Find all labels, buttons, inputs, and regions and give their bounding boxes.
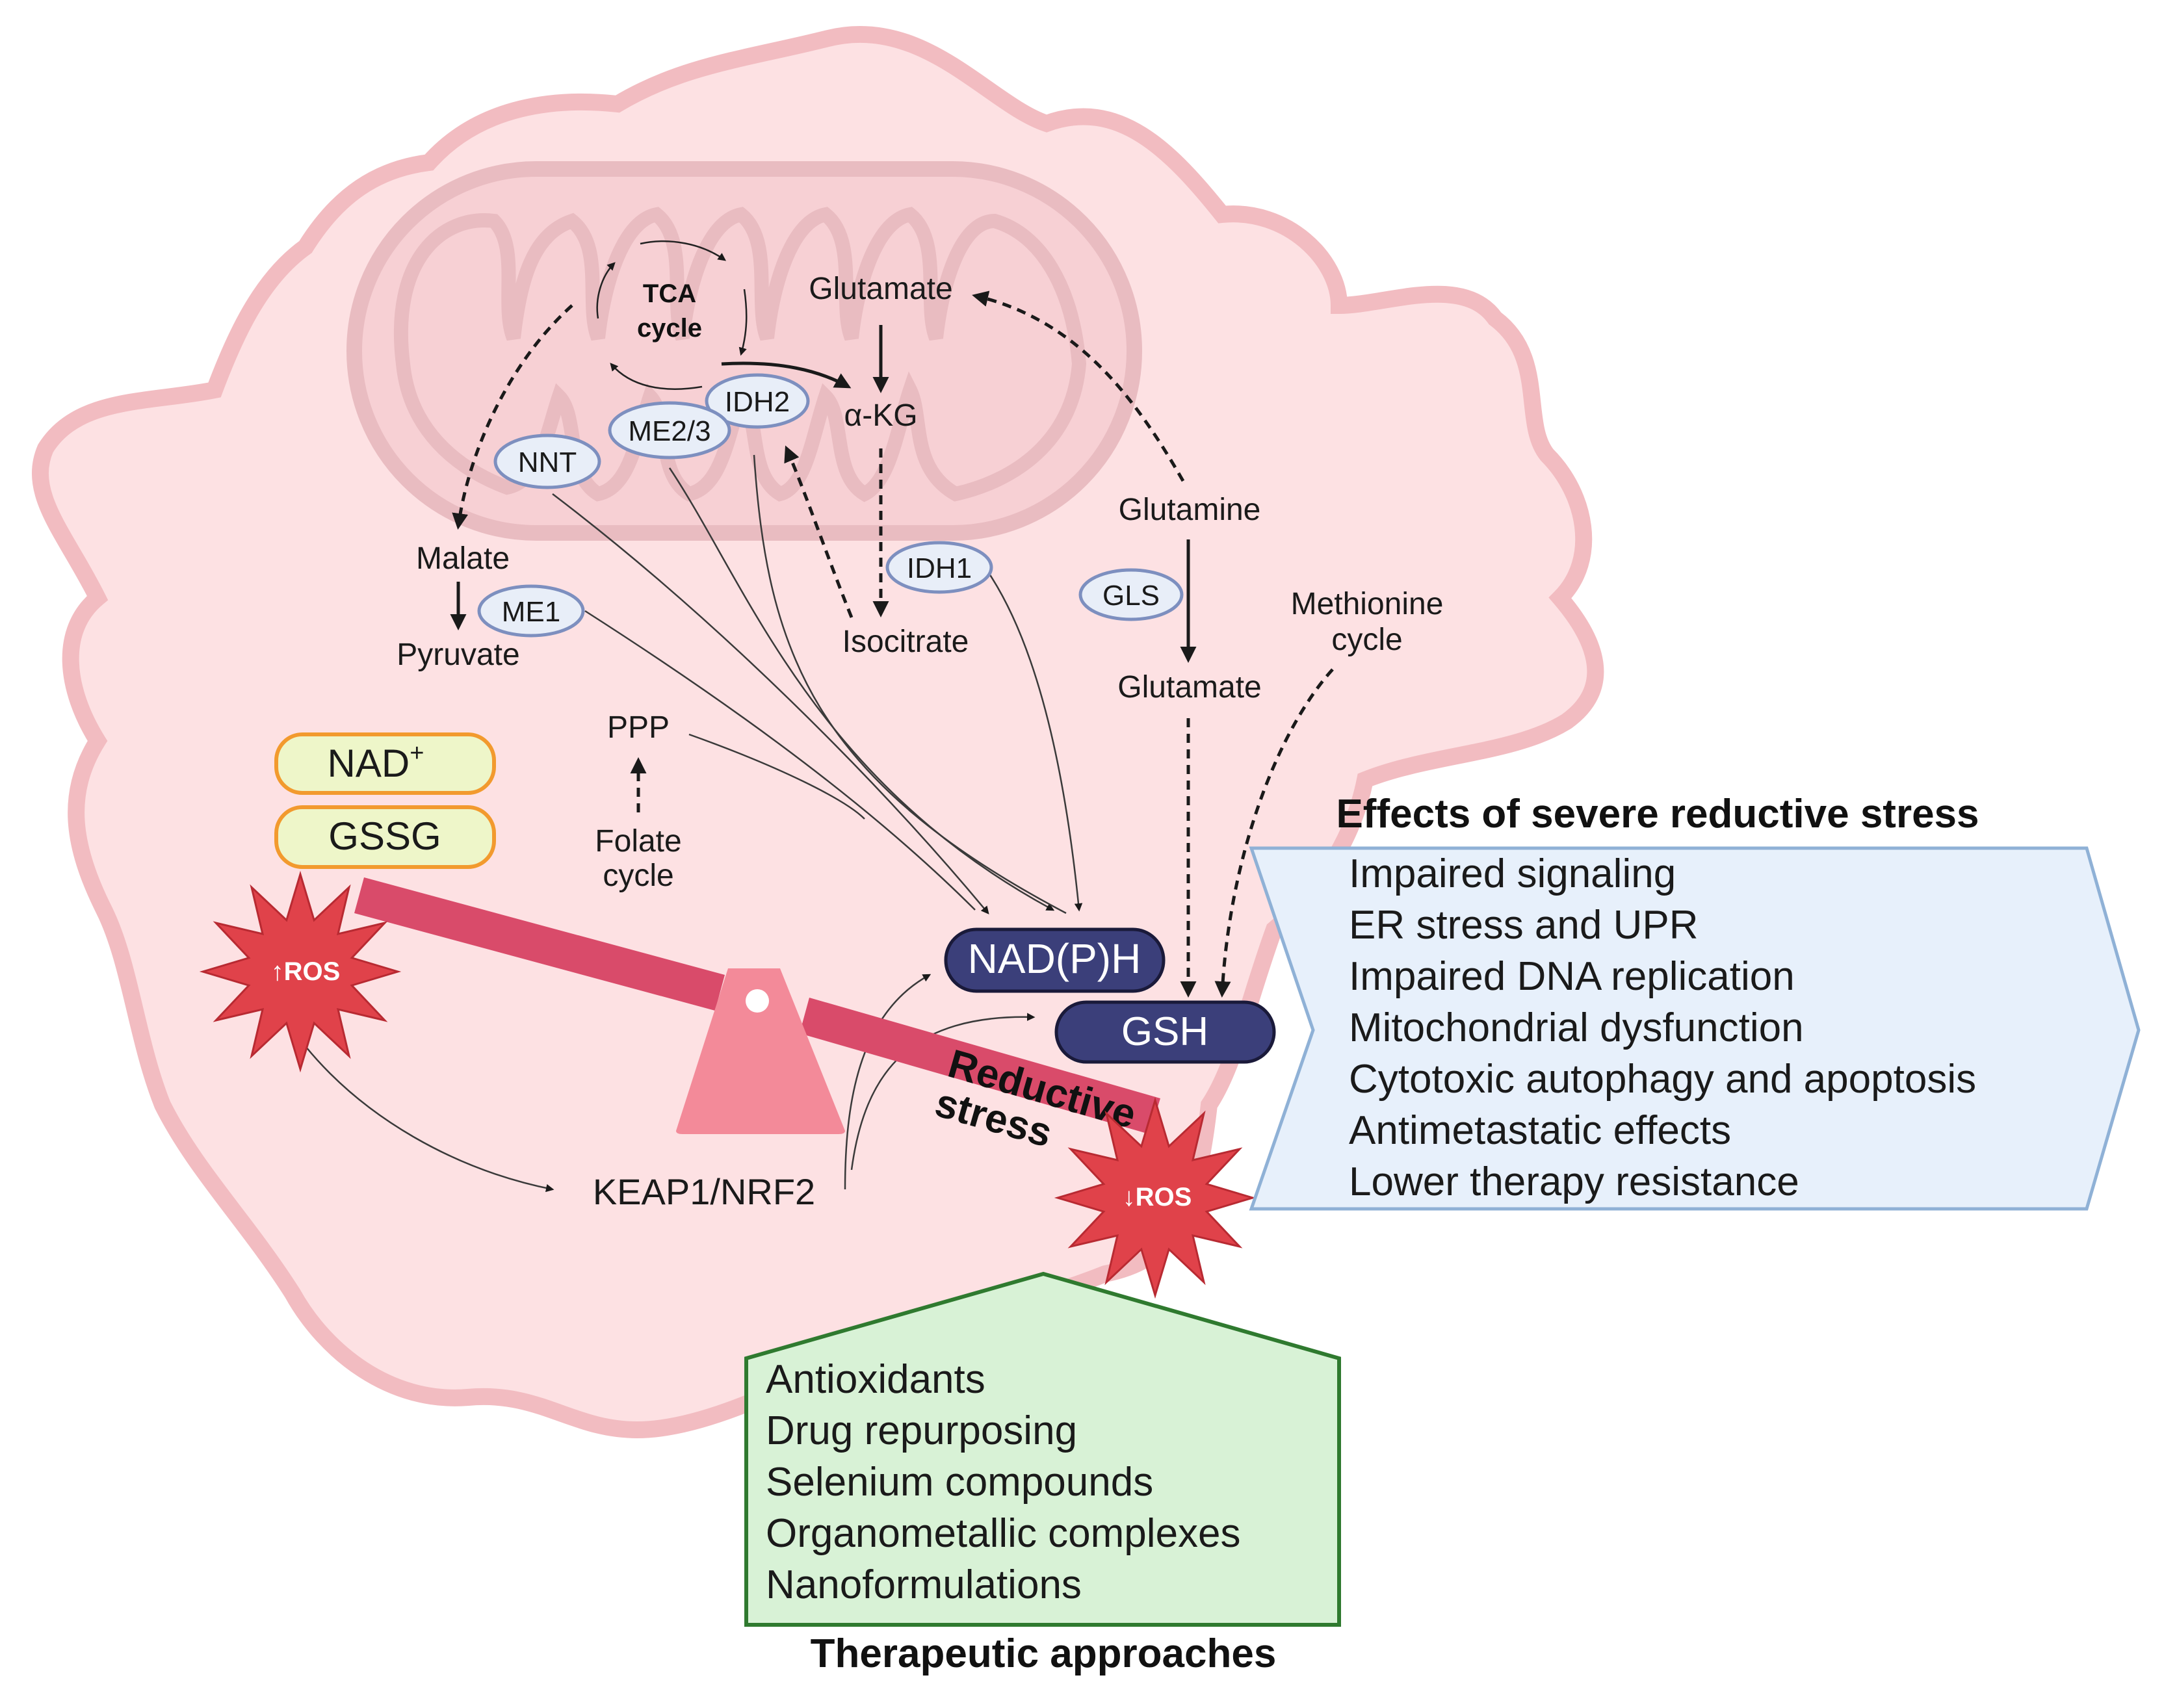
tca-arc-top (640, 240, 727, 261)
nadph-label: NAD(P)H (968, 935, 1141, 982)
arrow-idh2-akg (721, 361, 852, 389)
gsh-box (1054, 1000, 1276, 1064)
enzymes: IDH2 ME2/3 NNT ME1 IDH1 GLS (477, 373, 1184, 638)
ros-down-label: ↓ROS (1123, 1183, 1192, 1211)
gssg-label: GSSG (328, 814, 441, 858)
tca-label-line1: TCA (643, 279, 696, 308)
effects-panel: Effects of severe reductive stress Impai… (1249, 792, 2141, 1211)
therapy-item-2: Drug repurposing (766, 1408, 1077, 1453)
arrow-met-gsh (1214, 668, 1334, 998)
glutamine-label: Glutamine (1119, 493, 1261, 527)
akg-label: α-KG (844, 398, 917, 433)
arrow-isocitrate-idh2 (784, 445, 854, 618)
solid-arrows (450, 325, 1197, 663)
ppp-label: PPP (607, 710, 670, 745)
seesaw-beam-left (354, 877, 725, 1011)
enzyme-links (305, 454, 1083, 1193)
idh2-ellipse (705, 373, 810, 429)
effects-item-5: Cytotoxic autophagy and apoptosis (1349, 1057, 1976, 1102)
nnt-label: NNT (518, 446, 577, 478)
effects-chevron (1249, 846, 2141, 1211)
therapy-item-3: Selenium compounds (766, 1460, 1153, 1505)
arrow-tca-malate (452, 304, 573, 530)
me1-ellipse (477, 584, 585, 638)
link-idh2 (753, 454, 1067, 914)
ros-down-star (1054, 1096, 1257, 1299)
folate-label-line1: Folate (595, 824, 681, 859)
link-keap-nadph (844, 974, 932, 1190)
glutamate-cyto-label: Glutamate (1117, 670, 1261, 705)
therapy-item-5: Nanoformulations (766, 1562, 1082, 1607)
gssg-box (274, 805, 496, 869)
idh1-ellipse (885, 541, 993, 594)
nad-superscript: + (410, 740, 424, 767)
isocitrate-label: Isocitrate (842, 625, 969, 659)
gls-ellipse (1078, 568, 1184, 621)
reduced-cofactors: NAD(P)H GSH (944, 927, 1276, 1064)
arrow-gln-glu-mito (972, 291, 1185, 482)
ros-up-star (199, 870, 402, 1073)
effects-item-3: Impaired DNA replication (1349, 954, 1795, 999)
effects-item-1: Impaired signaling (1349, 851, 1676, 896)
nad-label: NAD+ (328, 740, 424, 785)
link-idh1 (987, 571, 1083, 912)
idh1-label: IDH1 (907, 552, 972, 584)
therapy-house (744, 1271, 1341, 1627)
tca-arc-left (596, 262, 616, 319)
ros-up-label: ↑ROS (271, 957, 341, 986)
link-ros-keap (305, 1046, 554, 1193)
tca-arc-bottom (610, 363, 703, 390)
folate-label-line2: cycle (603, 859, 673, 893)
seesaw-pivot (746, 989, 769, 1013)
therapy-title: Therapeutic approaches (811, 1631, 1277, 1676)
seesaw-beam-right (800, 998, 1160, 1134)
pyruvate-label: Pyruvate (397, 638, 519, 672)
glutamate-mito-label: Glutamate (809, 272, 952, 306)
nadph-box (944, 927, 1166, 993)
tca-cycle-arrows (596, 240, 748, 390)
dashed-arrows (452, 291, 1334, 998)
effects-title: Effects of severe reductive stress (1336, 792, 1979, 836)
malate-label: Malate (416, 541, 510, 576)
effects-item-6: Antimetastatic effects (1349, 1108, 1731, 1153)
methionine-label-line2: cycle (1331, 623, 1402, 657)
therapy-item-1: Antioxidants (766, 1357, 985, 1402)
metabolites: TCA cycle Glutamate α-KG Glutamine Malat… (397, 272, 1443, 1212)
nnt-ellipse (493, 433, 601, 489)
me23-ellipse (608, 401, 731, 459)
link-me1 (584, 610, 976, 911)
gsh-label: GSH (1121, 1009, 1208, 1054)
oxidized-cofactors: NAD+ GSSG (274, 732, 496, 869)
seesaw-fulcrum (676, 968, 845, 1134)
effects-item-7: Lower therapy resistance (1349, 1159, 1799, 1204)
me1-label: ME1 (502, 596, 560, 628)
effects-item-2: ER stress and UPR (1349, 903, 1699, 948)
idh2-label: IDH2 (725, 386, 790, 418)
me23-label: ME2/3 (628, 415, 710, 447)
nad-text: NAD (328, 742, 410, 785)
gls-label: GLS (1102, 580, 1160, 612)
nad-box (274, 732, 496, 795)
mitochondrion (346, 161, 1142, 541)
link-ppp (688, 733, 865, 820)
therapy-item-4: Organometallic complexes (766, 1511, 1241, 1556)
keap-label: KEAP1/NRF2 (593, 1171, 815, 1212)
tca-arc-right (738, 289, 748, 356)
methionine-label-line1: Methionine (1291, 587, 1444, 621)
effects-item-4: Mitochondrial dysfunction (1349, 1005, 1804, 1050)
link-nnt (552, 493, 989, 914)
therapy-panel: Antioxidants Drug repurposing Selenium c… (744, 1271, 1341, 1676)
tca-label-line2: cycle (637, 314, 702, 343)
ros-bursts: ↑ROS ↓ROS (199, 870, 1257, 1299)
